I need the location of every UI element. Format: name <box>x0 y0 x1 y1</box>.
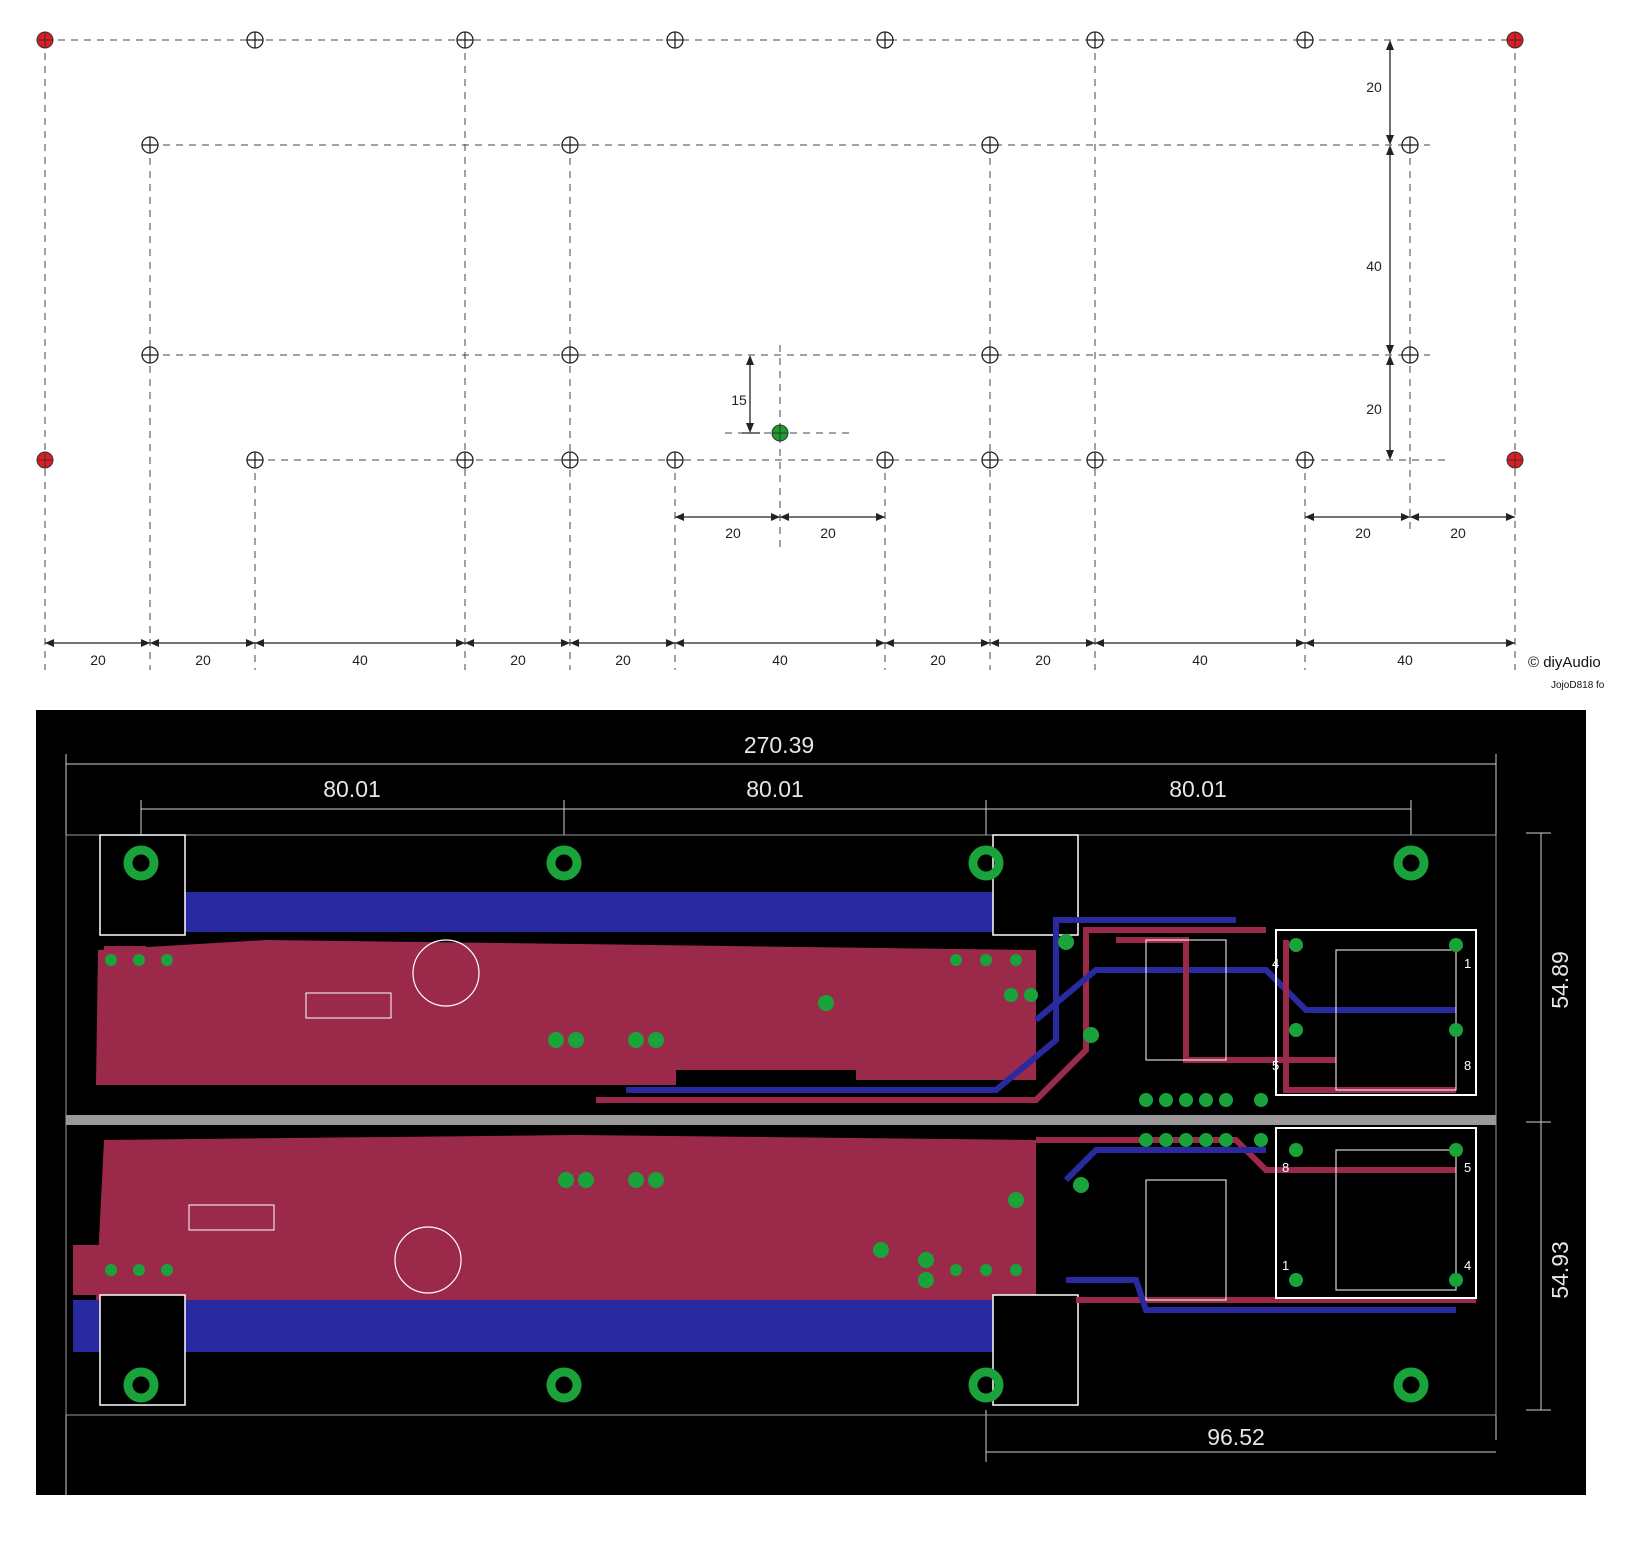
hole <box>246 31 264 49</box>
hole <box>876 451 894 469</box>
hole <box>666 451 684 469</box>
hole <box>1086 451 1104 469</box>
pin-label: 1 <box>1464 956 1471 971</box>
hole <box>141 346 159 364</box>
height-bottom-label: 54.93 <box>1547 1241 1573 1299</box>
mid-dimension-arrows <box>675 513 885 521</box>
spacing-label: 80.01 <box>323 776 381 802</box>
center-separator <box>66 1115 1496 1125</box>
hole <box>561 451 579 469</box>
guide-lines <box>44 39 1520 670</box>
dim-label: 20 <box>1035 652 1051 668</box>
dim-label: 40 <box>772 652 788 668</box>
pin-label: 8 <box>1464 1058 1471 1073</box>
hole <box>981 451 999 469</box>
mounting-holes <box>123 845 1429 881</box>
component-pads <box>105 934 1463 1107</box>
bottom-channel: 8 5 1 4 <box>73 1127 1477 1406</box>
dim-15-line <box>742 357 760 434</box>
dim-label: 20 <box>820 525 836 541</box>
top-channel: 4 1 5 8 <box>96 834 1477 1107</box>
capacitor-outline <box>412 939 480 1007</box>
center-hole <box>771 424 789 442</box>
height-top-label: 54.89 <box>1547 951 1573 1009</box>
hole <box>561 346 579 364</box>
silkscreen-pin-labels: 8 5 1 4 <box>1282 1160 1471 1273</box>
hole <box>981 136 999 154</box>
dim-label: 20 <box>195 652 211 668</box>
top-copper-pad <box>104 946 146 995</box>
top-copper-pour <box>96 940 1036 1085</box>
dim-label: 20 <box>725 525 741 541</box>
relay-outline <box>1335 1149 1457 1291</box>
pin-label: 5 <box>1464 1160 1471 1175</box>
dim-label: 20 <box>1450 525 1466 541</box>
component-pads <box>105 1133 1463 1288</box>
power-transistor <box>99 1294 186 1406</box>
right-dimension-arrows <box>1305 513 1515 521</box>
pin-label: 4 <box>1464 1258 1471 1273</box>
pin-label: 4 <box>1272 956 1279 971</box>
top-copper-pour <box>96 1135 1036 1300</box>
spacing-label: 80.01 <box>746 776 804 802</box>
overall-width-label: 270.39 <box>744 732 814 758</box>
dim-label: 40 <box>1397 652 1413 668</box>
hole <box>981 346 999 364</box>
dim-label: 40 <box>352 652 368 668</box>
capacitor-outline <box>394 1226 462 1294</box>
dim-label: 15 <box>731 392 747 408</box>
dim-label: 20 <box>615 652 631 668</box>
hole <box>456 31 474 49</box>
bottom-traces <box>1036 1137 1476 1313</box>
dim-label: 40 <box>1192 652 1208 668</box>
pin-label: 1 <box>1282 1258 1289 1273</box>
dim-15-arrows <box>746 355 754 433</box>
hole <box>876 31 894 49</box>
hole <box>456 451 474 469</box>
bottom-copper-rail <box>73 1300 1073 1352</box>
hole <box>246 451 264 469</box>
dim-label: 20 <box>510 652 526 668</box>
output-connector <box>1275 929 1477 1096</box>
capacitor-outline <box>305 992 392 1019</box>
silkscreen-pin-labels: 4 1 5 8 <box>1272 956 1471 1073</box>
spacing-label: 80.01 <box>1169 776 1227 802</box>
dim-label: 20 <box>1355 525 1371 541</box>
pin-label: 5 <box>1272 1058 1279 1073</box>
dim-label: 40 <box>1366 258 1382 274</box>
bottom-dimension-labels: 20 20 40 20 20 40 20 20 40 40 <box>90 652 1413 668</box>
bottom-copper-rail <box>176 892 1076 932</box>
component-outline <box>1145 1179 1227 1301</box>
right-vertical-arrows <box>1386 40 1394 460</box>
drilling-template-diagram: 20 20 40 20 20 40 20 20 40 40 20 40 20 1… <box>36 31 1524 670</box>
pcb-layout-panel: 270.39 80.01 80.01 80.01 96.52 54.89 54.… <box>36 710 1586 1495</box>
hole <box>666 31 684 49</box>
hole <box>141 136 159 154</box>
hole <box>1401 346 1419 364</box>
crosshair-holes <box>141 31 1419 469</box>
corner-hole-crosses <box>37 32 1523 468</box>
hole <box>561 136 579 154</box>
mounting-holes <box>123 1367 1429 1403</box>
dim-label: 20 <box>90 652 106 668</box>
dim-label: 20 <box>930 652 946 668</box>
bottom-dimension-arrows <box>45 639 1515 647</box>
hole <box>1296 451 1314 469</box>
copyright-notice: © diyAudio <box>1528 654 1601 671</box>
component-outline <box>1145 939 1227 1061</box>
hole <box>1296 31 1314 49</box>
relay-outline <box>1335 949 1457 1091</box>
hole <box>1401 136 1419 154</box>
capacitor-outline <box>188 1204 275 1231</box>
dim-label: 20 <box>1366 401 1382 417</box>
output-connector <box>1275 1127 1477 1299</box>
bottom-offset-label: 96.52 <box>1207 1424 1265 1450</box>
dim-label: 20 <box>1366 79 1382 95</box>
power-transistor <box>992 1294 1079 1406</box>
pin-label: 8 <box>1282 1160 1289 1175</box>
hole <box>1086 31 1104 49</box>
pcb-layout: 270.39 80.01 80.01 80.01 96.52 54.89 54.… <box>65 732 1573 1495</box>
author-tag: JojoD818 fo <box>1551 680 1605 691</box>
